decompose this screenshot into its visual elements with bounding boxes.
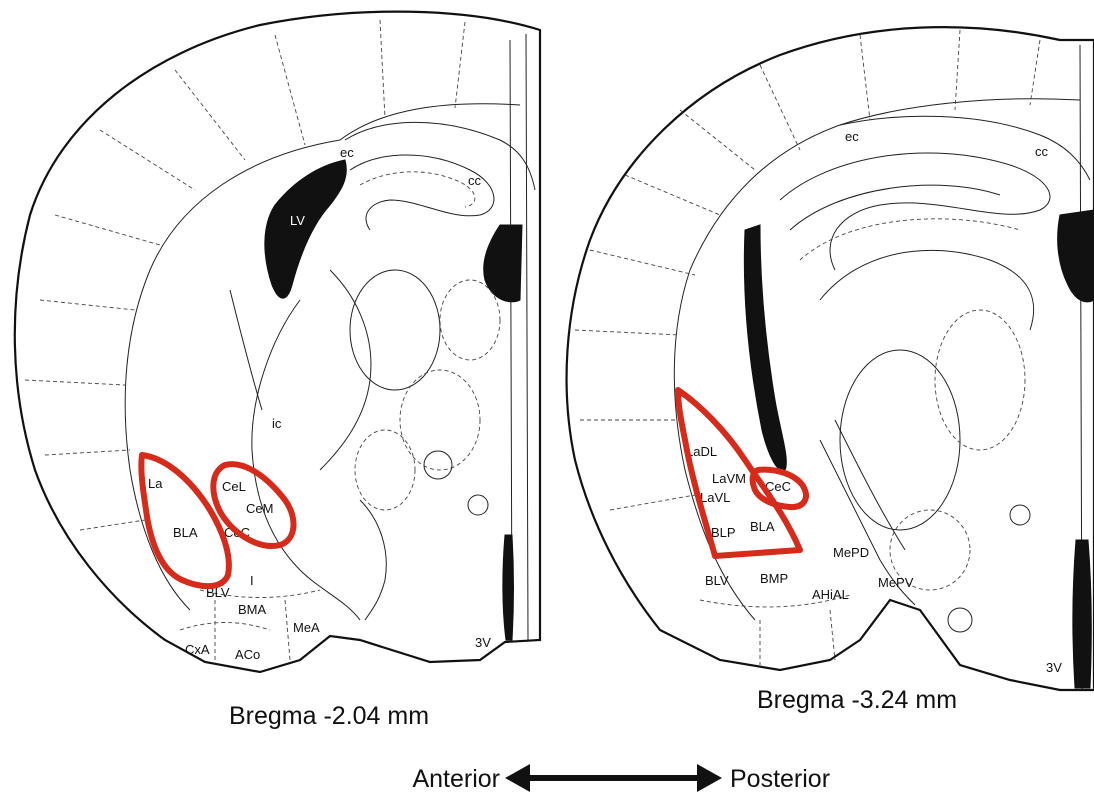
label-posterior: Posterior xyxy=(730,765,830,793)
label-cc: cc xyxy=(1035,144,1049,159)
caption-right: Bregma -3.24 mm xyxy=(757,686,957,714)
label-lavl: LaVL xyxy=(700,490,730,505)
slice-right: ec cc LV LaDL LaVM LaVL CeC BLP BLA MePD… xyxy=(567,27,1094,714)
label-bla: BLA xyxy=(173,525,198,540)
label-mepv: MePV xyxy=(878,575,914,590)
label-ic: ic xyxy=(272,416,282,431)
slice-left-3v-lower xyxy=(503,535,514,640)
label-i: I xyxy=(250,573,254,588)
label-ec: ec xyxy=(340,145,354,160)
label-bla: BLA xyxy=(750,519,775,534)
label-blv: BLV xyxy=(705,573,729,588)
label-aco: ACo xyxy=(235,647,260,662)
label-mepd: MePD xyxy=(833,545,869,560)
label-3v: 3V xyxy=(1046,660,1062,675)
axis-anterior-posterior: Anterior Posterior xyxy=(412,764,830,793)
label-bmp: BMP xyxy=(760,571,788,586)
label-3v: 3V xyxy=(475,635,491,650)
label-lavm: LaVM xyxy=(712,471,746,486)
label-ahial: AHiAL xyxy=(812,587,849,602)
label-cel: CeL xyxy=(222,479,246,494)
label-cc: cc xyxy=(468,173,482,188)
double-headed-arrow-icon xyxy=(505,764,722,792)
label-anterior: Anterior xyxy=(412,765,500,793)
label-lv: LV xyxy=(750,324,765,339)
label-blp: BLP xyxy=(711,525,736,540)
label-bma: BMA xyxy=(238,602,267,617)
label-mea: MeA xyxy=(293,620,320,635)
slice-right-3v-lower xyxy=(1073,540,1091,688)
slice-left: ec cc LV ic La BLA CeL CeM CeC BLV I BMA… xyxy=(15,12,540,730)
slice-left-outline xyxy=(15,12,540,672)
caption-left: Bregma -2.04 mm xyxy=(229,702,429,730)
label-lv: LV xyxy=(290,213,305,228)
label-cem: CeM xyxy=(246,501,273,516)
label-cxa: CxA xyxy=(185,642,210,657)
label-la: La xyxy=(148,476,163,491)
label-ec: ec xyxy=(845,129,859,144)
